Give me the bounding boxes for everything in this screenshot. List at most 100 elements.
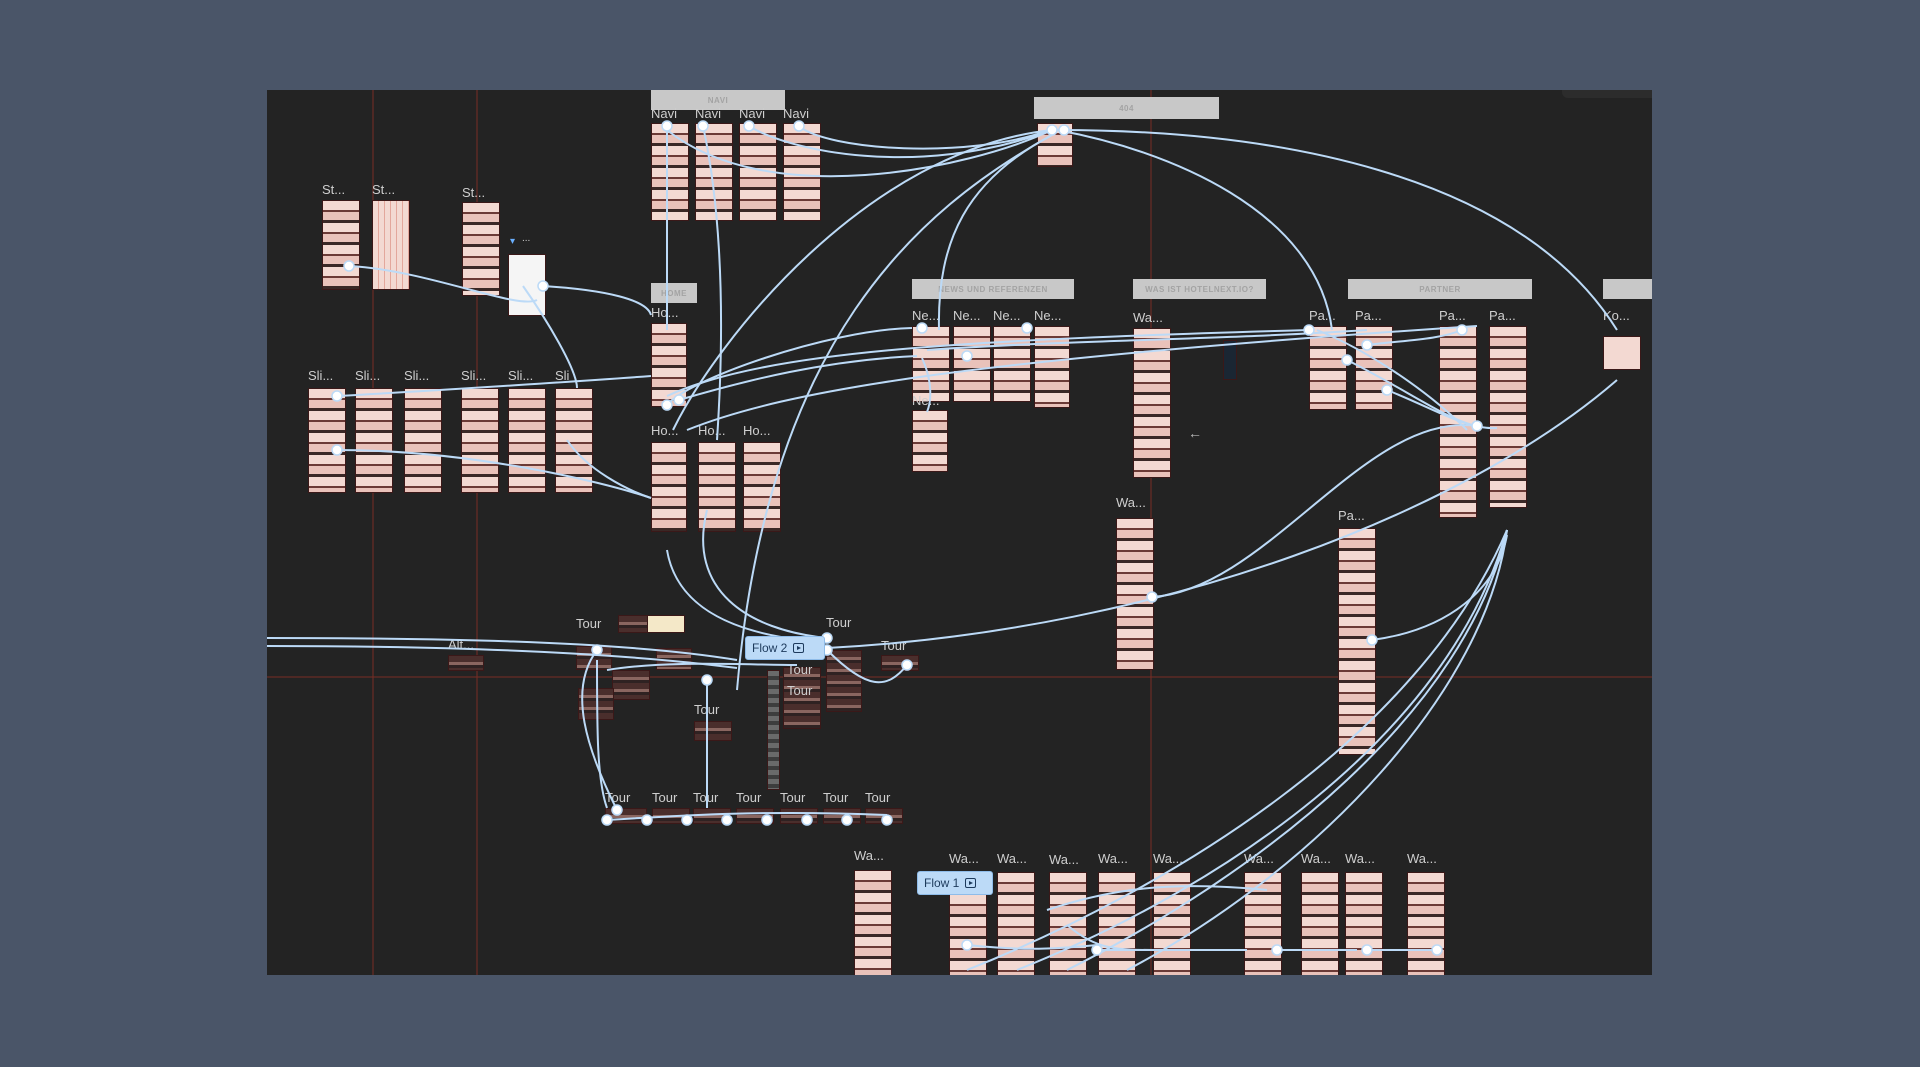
frame-label: Tour [694,702,720,717]
home-frame[interactable] [698,442,736,532]
navi-frame[interactable] [651,123,689,221]
partner-frame[interactable] [1439,326,1477,518]
partner-frame[interactable] [1489,326,1527,508]
mobile-frame[interactable] [508,254,546,316]
home-frame[interactable] [651,323,687,407]
start-frame[interactable] [322,200,360,290]
play-flow-icon[interactable] [793,643,805,653]
was-ist-icon-frame[interactable] [1223,340,1237,380]
section-header-home[interactable]: HOME [651,283,697,303]
partner-frame[interactable] [1338,528,1376,755]
tour-frame[interactable] [612,670,650,700]
was-frame[interactable] [1345,872,1383,975]
tour-frame[interactable] [736,808,774,824]
tour-frame[interactable] [826,650,862,712]
tour-frame[interactable] [576,646,612,670]
slider-frame[interactable] [555,388,593,493]
frame-label: Pa... [1439,308,1466,323]
alt-frame[interactable] [448,655,484,671]
was-frame[interactable] [1153,872,1191,975]
section-header-news[interactable]: NEWS UND REFERENZEN [912,279,1074,299]
home-frame[interactable] [651,442,687,532]
news-frame[interactable] [993,326,1031,402]
frame-label: Wa... [1244,851,1274,866]
slider-frame[interactable] [461,388,499,493]
tour-frame[interactable] [652,808,690,824]
tour-frame[interactable] [656,648,692,670]
tour-scroll-frame[interactable] [767,670,780,790]
partner-frame[interactable] [1309,326,1347,410]
frame-label: Ne... [953,308,981,323]
was-frame[interactable] [1098,872,1136,975]
frame-label: Ne... [912,393,940,408]
was-ist-frame[interactable] [1133,328,1171,478]
frame-label: Alt... [448,637,475,652]
tour-frame[interactable] [823,808,861,824]
section-header-navi[interactable]: NAVI [651,90,785,110]
navi-frame[interactable] [695,123,733,221]
prototype-canvas[interactable]: NAVI 404 HOME NEWS UND REFERENZEN WAS IS… [267,90,1652,975]
tour-frame[interactable] [578,688,614,720]
was-frame[interactable] [1301,872,1339,975]
frame-label: Navi [695,106,722,121]
frame-label: Wa... [1049,852,1079,867]
flow-2-badge[interactable]: Flow 2 [745,636,825,660]
tour-frame[interactable] [881,655,919,671]
home-frame[interactable] [743,442,781,532]
tour-frame[interactable] [780,808,818,824]
slider-frame[interactable] [508,388,546,493]
navi-frame[interactable] [739,123,777,221]
slider-frame[interactable] [355,388,393,493]
news-frame[interactable] [953,326,991,402]
flow-2-label: Flow 2 [752,641,788,655]
frame-label: Sli... [308,368,334,383]
tour-frame[interactable] [865,808,903,824]
section-header-was-ist[interactable]: WAS IST HOTELNEXT.IO? [1133,279,1266,299]
frame-label: Wa... [1098,851,1128,866]
frame-label: Tour [652,790,678,805]
frame-label: Tour [826,615,852,630]
tour-thumbnail[interactable] [647,615,685,633]
tour-thumbnail[interactable] [618,615,648,633]
section-header-partner[interactable]: PARTNER [1348,279,1532,299]
navi-frame[interactable] [783,123,821,221]
slider-frame[interactable] [404,388,442,493]
frame-label: Ho... [651,423,679,438]
start-frame[interactable] [462,202,500,296]
was-frame[interactable] [997,872,1035,975]
tour-frame[interactable] [693,808,731,824]
start-frame[interactable] [372,200,410,290]
frame-label: Ko... [1603,308,1630,323]
slider-frame[interactable] [308,388,346,493]
was-ist-frame[interactable] [1116,518,1154,670]
tour-frame[interactable] [605,808,647,824]
section-header-404[interactable]: 404 [1034,97,1219,119]
was-frame[interactable] [1407,872,1445,975]
frame-label: Navi [783,106,810,121]
was-frame[interactable] [1049,872,1087,975]
frame-label: Ne... [1034,308,1062,323]
was-frame[interactable] [1244,872,1282,975]
frame-label: Wa... [1345,851,1375,866]
frame-label: Wa... [1116,495,1146,510]
news-frame[interactable] [1034,326,1070,408]
frame-label: Tour [605,790,631,805]
error-404-frame[interactable] [1037,123,1073,167]
section-header-extra[interactable] [1603,279,1652,299]
wifi-icon: ▾ [510,236,516,247]
flow-1-badge[interactable]: Flow 1 [917,871,993,895]
news-frame[interactable] [912,326,950,402]
frame-label: Pa... [1338,508,1365,523]
frame-label: Pa... [1355,308,1382,323]
news-frame[interactable] [912,410,948,472]
frame-label: Ne... [993,308,1021,323]
frame-label: Sli... [461,368,487,383]
play-flow-icon[interactable] [965,878,977,888]
frame-label: St... [372,182,396,197]
tour-frame[interactable] [694,721,732,741]
partner-frame[interactable] [1355,326,1393,410]
frame-label: Tour [823,790,849,805]
frame-label: Tour [693,790,719,805]
was-frame[interactable] [854,870,892,975]
kontakt-frame[interactable] [1603,336,1641,370]
